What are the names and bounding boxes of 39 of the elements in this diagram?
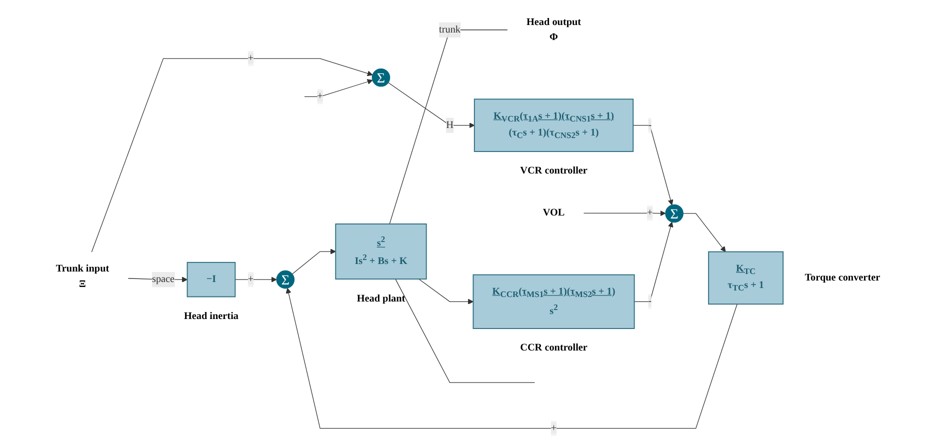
- arrow: [91, 58, 373, 252]
- node-label: Head inertia: [184, 310, 238, 322]
- edge-label: +: [317, 90, 323, 102]
- arrow: [583, 210, 666, 216]
- node-label: Head plant: [356, 293, 406, 304]
- edge-label: trunk: [439, 24, 461, 35]
- node-label: CCR controller: [520, 342, 588, 354]
- connector: [389, 30, 508, 224]
- node-text: Head output Φ: [526, 16, 582, 43]
- node-circle: [276, 270, 295, 289]
- node-circle: [665, 204, 684, 223]
- node-box: [474, 98, 634, 152]
- arrow: [234, 276, 277, 282]
- edge-label: +: [647, 207, 653, 218]
- node-box: [335, 224, 427, 280]
- arrow: [632, 125, 674, 206]
- arrow: [388, 82, 475, 128]
- edge-label: space: [152, 274, 175, 285]
- arrow: [286, 288, 738, 429]
- edge-label: H: [446, 120, 454, 130]
- node-label: VCR controller: [520, 165, 588, 176]
- node-box: [186, 262, 236, 298]
- node-box: [708, 251, 784, 305]
- arrow: [292, 248, 336, 274]
- node-text: VOL: [542, 207, 565, 218]
- node-label: Torque converter: [804, 272, 880, 284]
- connector: [395, 278, 536, 383]
- node-text: Trunk input Ξ: [56, 263, 110, 290]
- node-box: [472, 274, 635, 329]
- node-circle: [372, 68, 390, 87]
- edge-label: -: [648, 296, 652, 307]
- arrow: [682, 213, 726, 252]
- arrow: [304, 79, 373, 97]
- edge-label: -: [648, 120, 652, 130]
- edge-label: +: [550, 422, 557, 434]
- edge-label: +: [248, 274, 254, 285]
- arrow: [634, 222, 674, 302]
- edge-label: +: [248, 52, 254, 64]
- arrow: [418, 278, 474, 304]
